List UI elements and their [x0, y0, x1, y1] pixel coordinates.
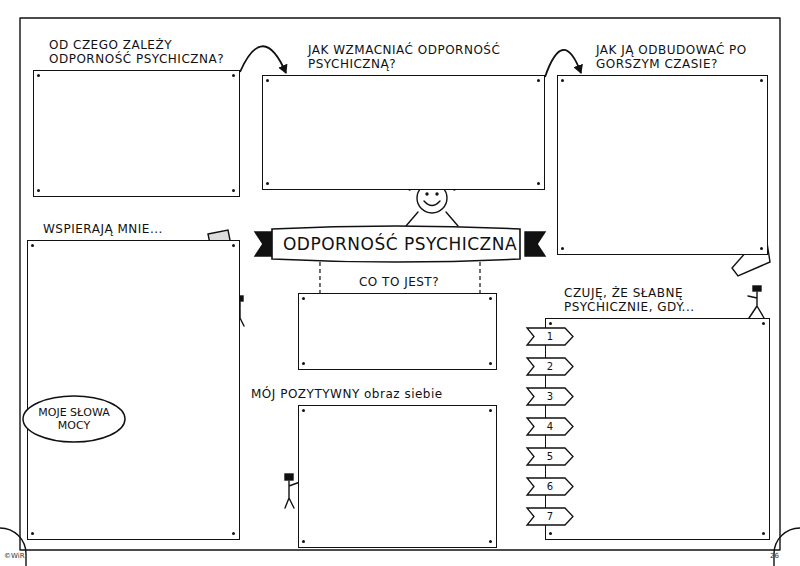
worksheet-box: CO TO JEST?: [298, 293, 497, 370]
pin-dot: [537, 182, 540, 185]
pin-dot: [232, 244, 235, 247]
stick-figure: [748, 286, 764, 318]
box-heading: CO TO JEST?: [329, 275, 469, 289]
pin-dot: [37, 189, 40, 192]
number-tag: 1: [526, 327, 574, 346]
callout-number: 6: [547, 481, 553, 492]
number-tag: 5: [526, 447, 574, 466]
pin-dot: [561, 79, 564, 82]
number-tag: 4: [526, 417, 574, 436]
pin-dot: [762, 532, 765, 535]
oval-text: MOJE SŁOWA MOCY: [22, 406, 126, 432]
title-banner: ODPORNOŚĆ PSYCHICZNA: [271, 226, 529, 262]
pin-dot: [232, 74, 235, 77]
callout-number: 5: [547, 451, 553, 462]
page-frame: [20, 18, 780, 550]
box-heading: OD CZEGO ZALEŻY ODPORNOŚĆ PSYCHICZNA?: [49, 38, 244, 66]
pin-dot: [31, 532, 34, 535]
pin-dot: [302, 540, 305, 543]
pin-dot: [489, 409, 492, 412]
number-tag: 6: [526, 477, 574, 496]
pin-dot: [302, 297, 305, 300]
worksheet-box: CZUJĘ, ŻE SŁABNĘ PSYCHICZNIE, GDY...1234…: [545, 318, 770, 540]
dashed-link: [479, 262, 480, 293]
corner-arc: [774, 528, 800, 566]
curved-arrow: [545, 50, 581, 77]
pin-dot: [37, 74, 40, 77]
callout-number: 2: [547, 361, 553, 372]
worksheet-box: JAK WZMACNIAĆ ODPORNOŚĆ PSYCHICZNĄ?: [262, 75, 545, 190]
banner-title: ODPORNOŚĆ PSYCHICZNA: [283, 234, 517, 254]
dashed-link: [319, 262, 320, 293]
number-tag: 7: [526, 507, 574, 526]
pin-dot: [549, 322, 552, 325]
pin-dot: [31, 244, 34, 247]
pin-dot: [489, 540, 492, 543]
pin-dot: [489, 362, 492, 365]
words-oval: MOJE SŁOWA MOCY: [22, 395, 126, 443]
pin-dot: [302, 362, 305, 365]
worksheet-box: MÓJ POZYTYWNY obraz siebie: [298, 405, 497, 548]
worksheet-box: JAK JĄ ODBUDOWAĆ PO GORSZYM CZASIE?: [557, 75, 768, 255]
box-heading: MÓJ POZYTYWNY obraz siebie: [251, 387, 501, 401]
page-number: 26: [770, 552, 779, 560]
pin-dot: [489, 297, 492, 300]
pin-dot: [232, 189, 235, 192]
pin-dot: [537, 79, 540, 82]
box-heading: JAK JĄ ODBUDOWAĆ PO GORSZYM CZASIE?: [596, 43, 771, 71]
curved-arrow: [240, 46, 286, 73]
pin-dot: [232, 532, 235, 535]
pin-dot: [561, 247, 564, 250]
corner-arc: [0, 528, 26, 566]
pin-dot: [762, 322, 765, 325]
worksheet-box: OD CZEGO ZALEŻY ODPORNOŚĆ PSYCHICZNA?: [33, 70, 240, 197]
box-heading: JAK WZMACNIAĆ ODPORNOŚĆ PSYCHICZNĄ?: [308, 43, 518, 71]
number-tag: 2: [526, 357, 574, 376]
number-tag: 3: [526, 387, 574, 406]
copyright-note: ©WiR: [4, 552, 25, 560]
worksheet-box: WSPIERAJĄ MNIE...: [27, 240, 240, 540]
callout-number: 7: [547, 511, 553, 522]
pin-dot: [760, 247, 763, 250]
callout-number: 1: [547, 331, 553, 342]
box-heading: WSPIERAJĄ MNIE...: [43, 222, 228, 236]
pin-dot: [549, 532, 552, 535]
banner-tail: [525, 232, 545, 256]
callout-number: 3: [547, 391, 553, 402]
pin-dot: [266, 182, 269, 185]
pin-dot: [266, 79, 269, 82]
box-heading: CZUJĘ, ŻE SŁABNĘ PSYCHICZNIE, GDY...: [564, 286, 769, 314]
callout-number: 4: [547, 421, 553, 432]
pin-dot: [760, 79, 763, 82]
pin-dot: [302, 409, 305, 412]
